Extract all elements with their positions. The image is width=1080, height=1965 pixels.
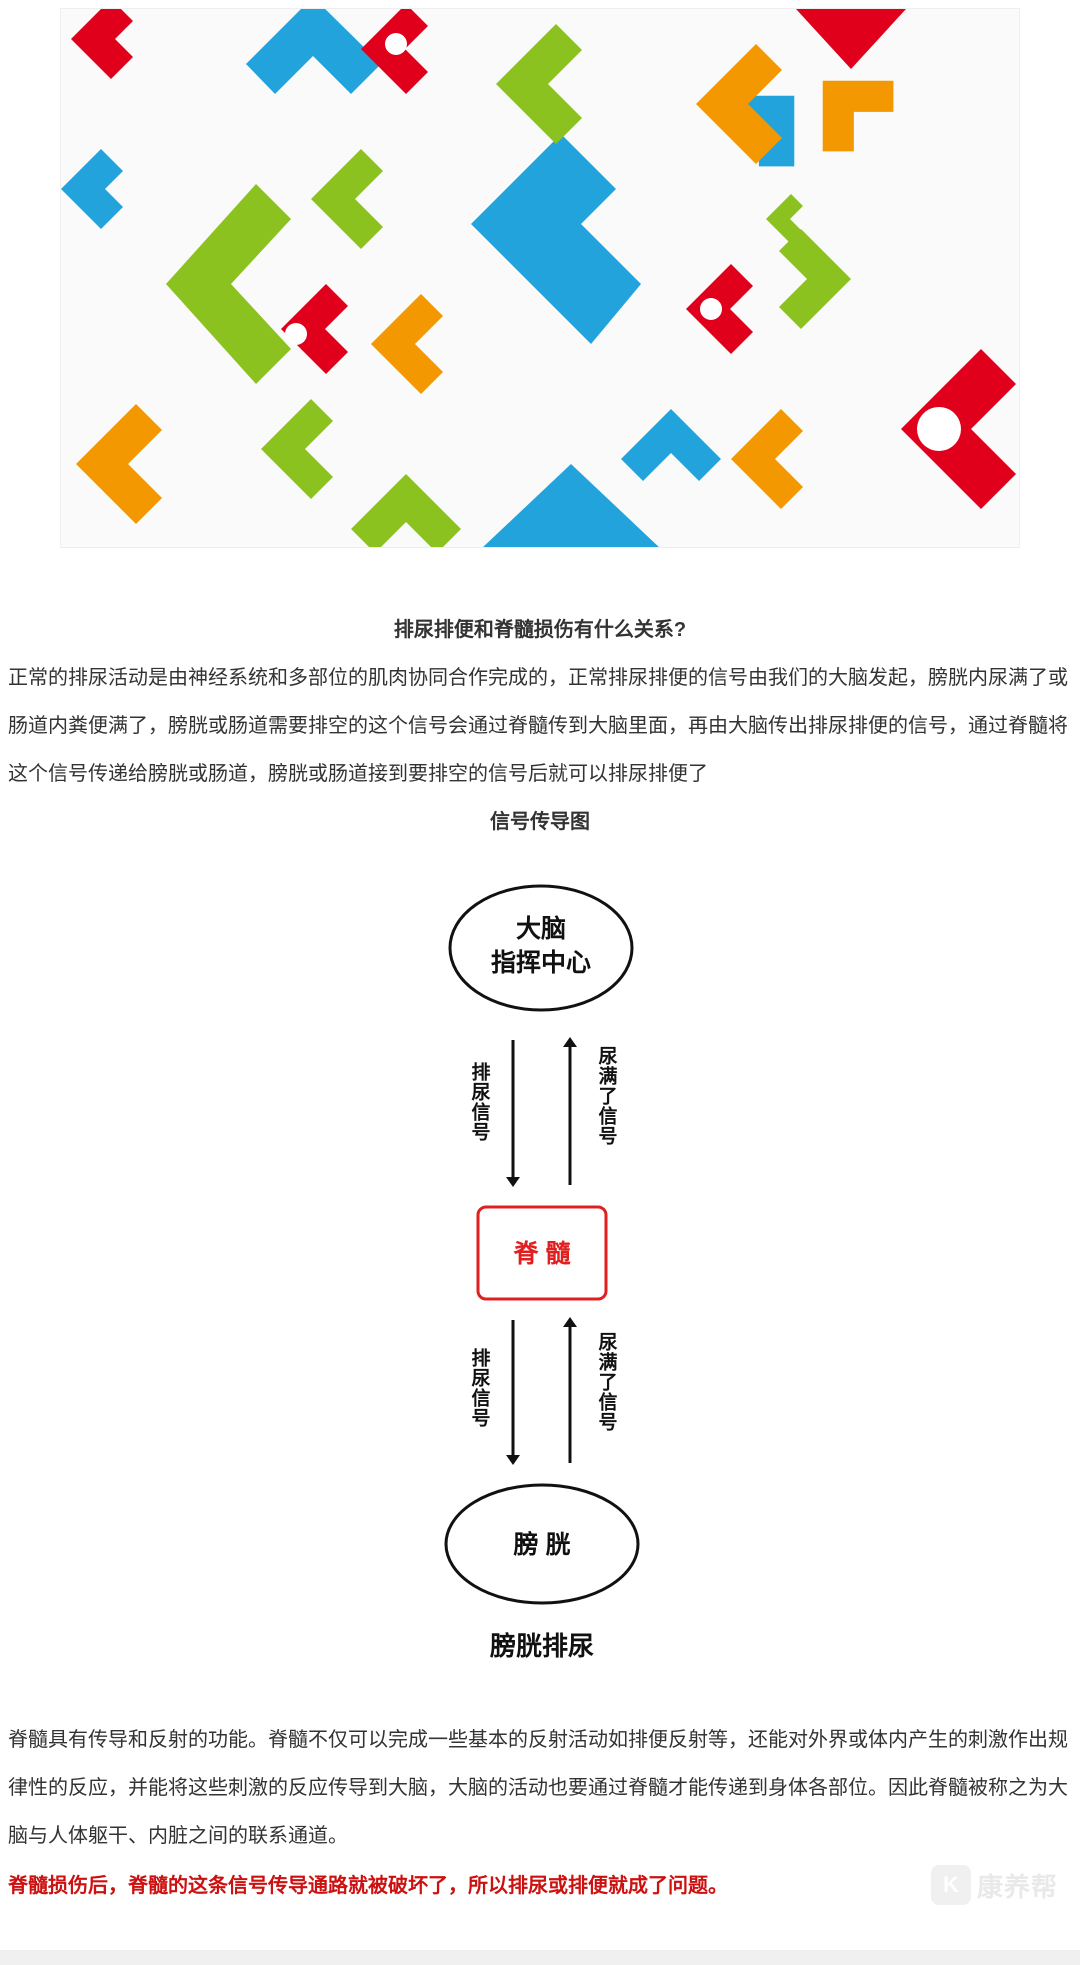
- diagram-caption: 膀胱排尿: [489, 1631, 594, 1661]
- footer-strip: [0, 1950, 1080, 1965]
- watermark-text: 康养帮: [976, 1871, 1058, 1902]
- watermark-logo: K 康养帮: [930, 1864, 1058, 1906]
- brain-label-line2: 指挥中心: [491, 949, 591, 977]
- hero-pattern-graphic: [61, 9, 1016, 547]
- label-urinate-signal-lower: 排尿信号: [469, 1347, 491, 1428]
- pattern-shapes: [61, 9, 1016, 547]
- bladder-label: 膀 胱: [513, 1530, 571, 1559]
- spinal-cord-label: 脊 髓: [513, 1239, 572, 1268]
- hero-pattern-image: [60, 8, 1020, 548]
- label-full-signal-lower: 尿满了信号: [596, 1332, 618, 1432]
- article-title: 排尿排便和脊髓损伤有什么关系?: [393, 619, 687, 641]
- signal-diagram: 大脑 指挥中心 排尿信号 尿满了信号 脊 髓 排尿信号 尿满了信号 膀 胱 膀胱…: [444, 884, 640, 1661]
- paragraph-spinal-function: 脊髓具有传导和反射的功能。脊髓不仅可以完成一些基本的反射活动如排便反射等，还能对…: [8, 1729, 1068, 1847]
- paragraph-signal-process: 正常的排尿活动是由神经系统和多部位的肌肉协同合作完成的，正常排尿排便的信号由我们…: [8, 667, 1068, 785]
- bladder-node: [444, 1483, 640, 1605]
- paragraph-injury-conclusion: 脊髓损伤后，脊髓的这条信号传导通路就被破坏了，所以排尿或排便就成了问题。: [8, 1875, 728, 1897]
- label-full-signal-upper: 尿满了信号: [596, 1046, 618, 1146]
- watermark-icon: K: [930, 1865, 971, 1905]
- label-urinate-signal-upper: 排尿信号: [469, 1061, 491, 1142]
- brain-node: [448, 884, 634, 1012]
- brain-label-line1: 大脑: [516, 914, 566, 943]
- spinal-cord-node: [476, 1205, 608, 1301]
- diagram-title: 信号传导图: [490, 811, 590, 833]
